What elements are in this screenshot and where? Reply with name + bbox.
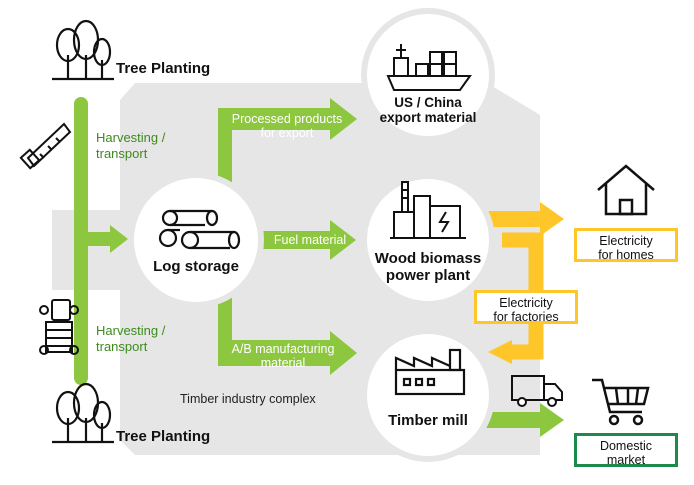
- shopping-cart-icon: [592, 378, 650, 426]
- flow-bottom-arrowhead: [330, 331, 357, 375]
- domestic-market-box: Domestic market: [574, 433, 678, 467]
- log-storage-label: Log storage: [153, 258, 239, 275]
- timber-mill-label: Timber mill: [388, 412, 468, 429]
- export-line2: export material: [379, 110, 477, 125]
- flow-top-branch: [218, 108, 333, 130]
- harvest-bottom-label: Harvesting / transport: [96, 323, 165, 355]
- biomass-plant-label: Wood biomass power plant: [358, 250, 498, 284]
- electricity-homes-box: Electricity for homes: [574, 228, 678, 262]
- electricity-factories-box: Electricity for factories: [474, 290, 578, 324]
- ab-line1: A/B manufacturing: [231, 342, 335, 356]
- homes-line1: Electricity: [599, 234, 653, 248]
- complex-label: Timber industry complex: [180, 392, 316, 406]
- saw-icon: [19, 122, 72, 170]
- market-line1: Domestic: [599, 439, 653, 453]
- delivery-truck-icon: [511, 375, 563, 407]
- factory-icon: [394, 348, 466, 396]
- flow-mid-arrowhead: [330, 220, 356, 260]
- elec-homes-shaft: [484, 211, 542, 227]
- elec-homes-head: [540, 202, 564, 236]
- harvest-branch: [80, 232, 112, 246]
- export-line1: US / China: [394, 95, 462, 110]
- processed-products-label: Processed products for export: [222, 112, 352, 140]
- log-storage-circle: [128, 172, 264, 308]
- market-arrow-shaft: [484, 412, 542, 428]
- logs-icon: [158, 209, 241, 250]
- power-plant-icon: [390, 181, 466, 239]
- tree-planting-bottom-label: Tree Planting: [116, 428, 211, 445]
- trees-icon-bottom: [52, 382, 114, 444]
- elec-factories-head: [488, 340, 512, 364]
- flow-top-arrowhead: [330, 98, 357, 140]
- fuel-material-label: Fuel material: [273, 233, 347, 247]
- homes-line2: for homes: [598, 248, 654, 262]
- harvest-arrowhead: [110, 225, 128, 253]
- cargo-ship-icon: [386, 44, 472, 91]
- ab-material-label: A/B manufacturing material: [218, 342, 348, 370]
- harvest-top-label: Harvesting / transport: [96, 130, 165, 162]
- log-truck-icon: [39, 299, 79, 355]
- tree-planting-top-label: Tree Planting: [116, 60, 211, 77]
- market-arrow-head: [540, 403, 564, 437]
- factories-line1: Electricity: [499, 296, 553, 310]
- ab-line2: material: [260, 356, 306, 370]
- flow-mid-branch: [260, 231, 333, 249]
- harvest-bottom-line2: transport: [96, 339, 148, 354]
- factories-line2: for factories: [493, 310, 559, 324]
- biomass-line2: power plant: [385, 267, 471, 284]
- export-material-label: US / China export material: [364, 95, 492, 125]
- harvest-top-line1: Harvesting /: [96, 130, 166, 145]
- trees-icon: [52, 19, 114, 81]
- processed-line1: Processed products: [231, 112, 343, 126]
- market-line2: market: [606, 453, 646, 467]
- harvest-top-line2: transport: [96, 146, 148, 161]
- house-icon: [597, 164, 655, 216]
- flow-bottom-branch: [218, 340, 333, 366]
- processed-line2: for export: [260, 126, 314, 140]
- biomass-line1: Wood biomass: [374, 250, 482, 267]
- harvest-bottom-line1: Harvesting /: [96, 323, 166, 338]
